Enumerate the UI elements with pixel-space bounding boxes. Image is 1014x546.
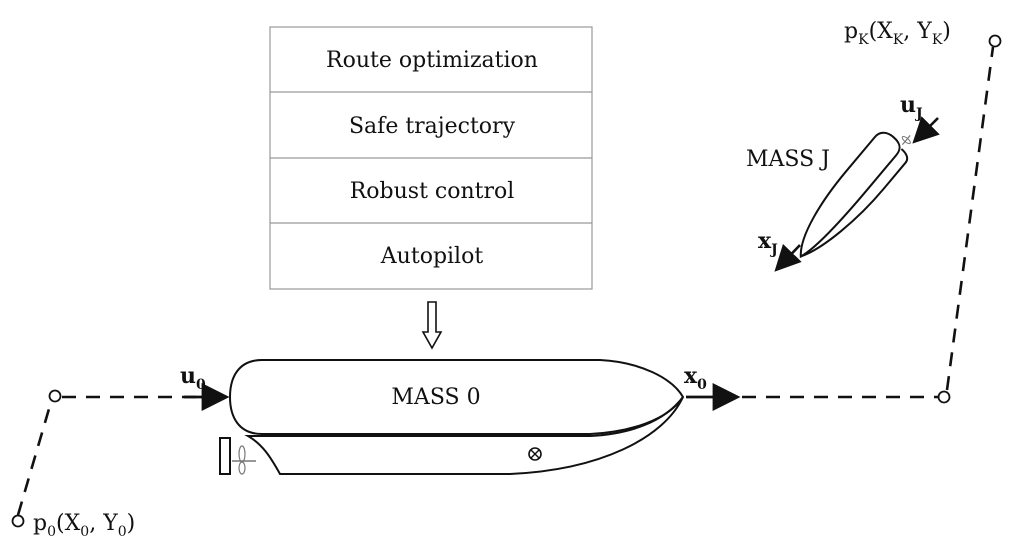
stack-item-route-optimization: Route optimization: [326, 48, 538, 73]
output-arrow-xj: [774, 243, 802, 272]
target-ship: MASS J: [746, 131, 911, 259]
output-label-xj: xJ: [758, 228, 778, 258]
target-propeller-icon: [901, 135, 911, 146]
own-ship-name: MASS 0: [391, 385, 480, 410]
input-label-u0: u0: [180, 363, 206, 393]
stack-item-robust-control: Robust control: [350, 179, 515, 204]
end-waypoint-label: pK(XK, YK): [844, 19, 951, 48]
propeller-icon: [232, 445, 256, 475]
thruster-icon: [528, 447, 542, 461]
waypoint-end-circle: [988, 34, 1002, 48]
own-ship: MASS 0: [219, 359, 685, 475]
waypoint-circle: [48, 389, 62, 403]
input-arrow-uj: [912, 116, 940, 144]
waypoint-circle: [937, 390, 951, 404]
rudder-icon: [219, 437, 231, 475]
target-ship-hull-body: [800, 148, 909, 258]
own-ship-hull-body: [244, 396, 684, 475]
route-segment: [16, 401, 53, 516]
control-stack: Route optimization Safe trajectory Robus…: [269, 26, 593, 290]
target-ship-hull-deck: [799, 131, 901, 259]
target-ship-name: MASS J: [746, 147, 830, 172]
stack-item-safe-trajectory: Safe trajectory: [349, 114, 516, 139]
output-label-x0: x0: [684, 363, 707, 393]
start-waypoint-label: p0(X0, Y0): [33, 511, 135, 540]
stack-item-autopilot: Autopilot: [380, 244, 484, 269]
input-label-uj: uJ: [900, 92, 923, 122]
own-ship-hull-deck: [228, 359, 685, 435]
waypoint-start-circle: [11, 514, 25, 528]
route-segment: [945, 46, 995, 391]
hollow-down-arrow-icon: [421, 301, 443, 350]
